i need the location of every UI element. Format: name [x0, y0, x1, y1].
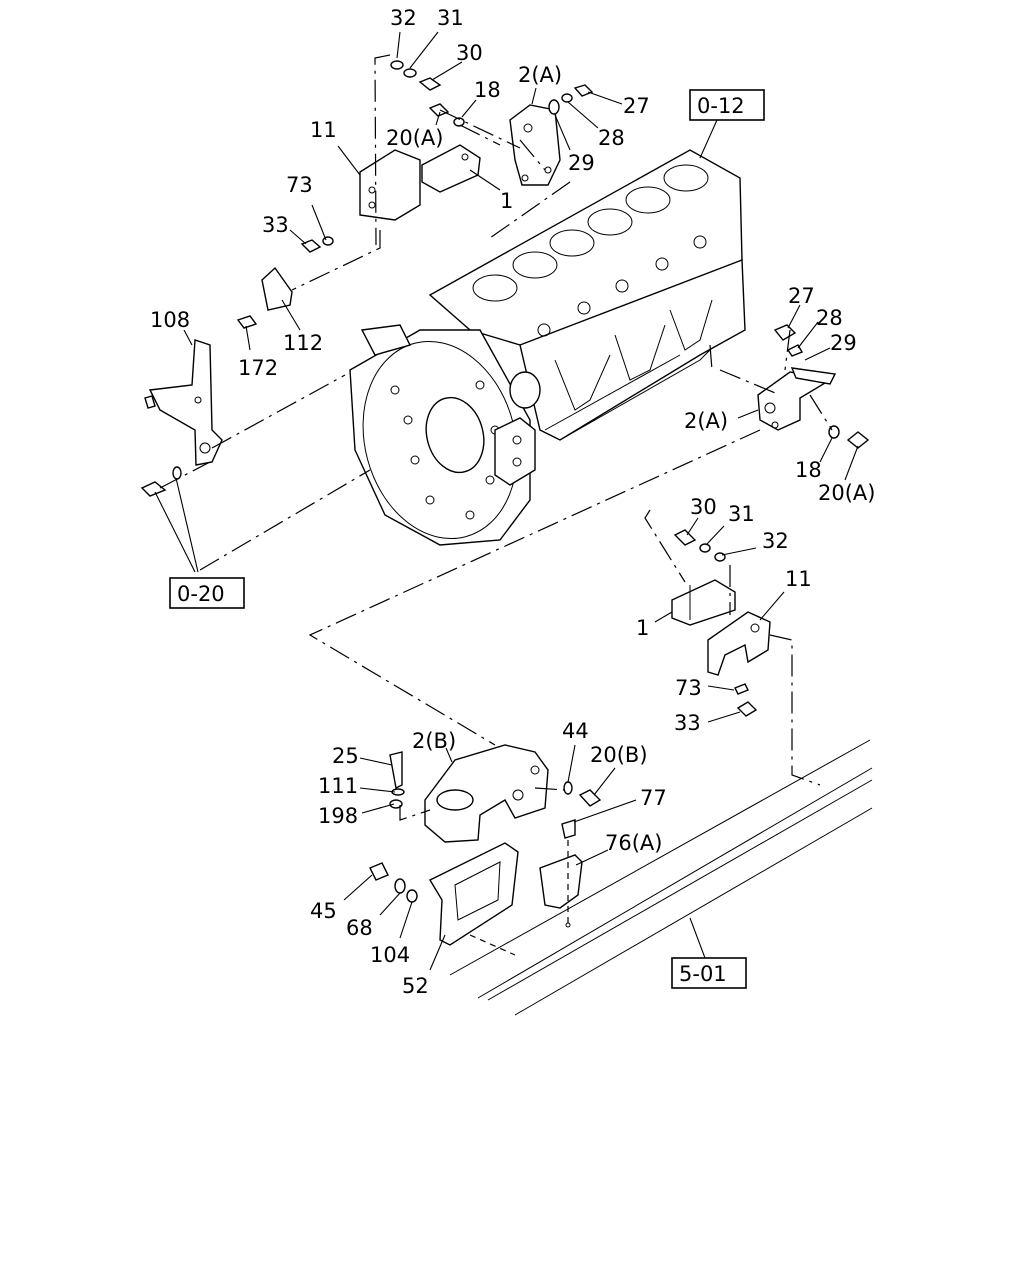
washer-28-icon — [561, 93, 573, 103]
bracket-108-group — [140, 329, 371, 573]
washer-73-icon — [322, 236, 334, 246]
callout-label: 111 — [318, 774, 358, 798]
reference-box-0-20: 0-20 — [169, 577, 245, 609]
bracket-112-icon — [261, 266, 293, 311]
nut-33-icon — [300, 239, 322, 253]
bolt-0-20-icon — [140, 481, 167, 497]
bolt-20B-icon — [578, 789, 602, 807]
nut-27b-icon — [773, 324, 797, 341]
callout-label: 27 — [788, 284, 815, 308]
callout-label: 20(A) — [818, 481, 875, 505]
washer-31b-icon — [699, 543, 711, 553]
callout-label: 33 — [262, 213, 289, 237]
callout-label: 11 — [785, 567, 812, 591]
callout-label: 76(A) — [605, 831, 662, 855]
callout-label: 1 — [636, 616, 649, 640]
callout-label: 172 — [238, 356, 278, 380]
callout-label: 44 — [562, 719, 589, 743]
bolt-30b-icon — [673, 529, 697, 546]
callout-label: 33 — [674, 711, 701, 735]
callout-label: 108 — [150, 308, 190, 332]
callout-label: 52 — [402, 974, 429, 998]
bolt-20A-icon — [428, 103, 450, 117]
frame-rail — [449, 739, 873, 1016]
callout-label: 31 — [437, 6, 464, 30]
washer-18-icon — [453, 117, 465, 127]
callout-label: 104 — [370, 943, 410, 967]
callout-label: 30 — [690, 495, 717, 519]
washer-73b-icon — [734, 683, 749, 695]
callout-label: 45 — [310, 899, 337, 923]
bolt-30-icon — [418, 77, 442, 91]
callout-label: 20(B) — [590, 743, 648, 767]
callout-label: 2(A) — [684, 409, 728, 433]
bolt-25-icon — [389, 751, 403, 790]
callout-label: 198 — [318, 804, 358, 828]
ref-label: 5-01 — [679, 962, 727, 986]
callout-label: 11 — [310, 118, 337, 142]
nut-27-icon — [573, 84, 594, 97]
washer-68-icon — [394, 878, 406, 894]
callout-label: 112 — [283, 331, 323, 355]
callout-label: 68 — [346, 916, 373, 940]
callout-label: 18 — [474, 78, 501, 102]
washer-44-icon — [563, 781, 573, 795]
callout-label: 25 — [332, 744, 359, 768]
engine-block — [349, 149, 746, 546]
callout-label: 29 — [830, 331, 857, 355]
insulator-1-icon — [421, 144, 481, 193]
callout-label: 27 — [623, 94, 650, 118]
bracket-108-icon — [148, 339, 223, 466]
washer-32-icon — [390, 60, 404, 70]
washer-28b-icon — [786, 344, 804, 357]
bolt-20Ab-icon — [846, 431, 870, 449]
bracket-2B-icon — [424, 744, 549, 843]
reference-box-5-01: 5-01 — [671, 957, 747, 989]
front-right-middle-group — [644, 509, 821, 786]
callout-label: 20(A) — [386, 126, 443, 150]
bracket-76A-icon — [539, 854, 583, 909]
callout-label: 31 — [728, 502, 755, 526]
callout-label: 28 — [598, 126, 625, 150]
callout-label: 1 — [500, 189, 513, 213]
washer-104-icon — [406, 889, 418, 903]
callout-label: 32 — [762, 529, 789, 553]
callout-label: 32 — [390, 6, 417, 30]
callout-label: 18 — [795, 458, 822, 482]
front-right-upper-group — [308, 304, 870, 746]
callout-label: 30 — [456, 41, 483, 65]
callout-label: 29 — [568, 151, 595, 175]
washer-31-icon — [403, 68, 417, 78]
ref-label: 0-12 — [697, 94, 745, 118]
bracket-52-icon — [429, 842, 519, 946]
callout-labels: 32 31 30 18 20(A) 2(A) 27 28 29 11 1 73 … — [150, 6, 875, 998]
bolt-77-icon — [561, 819, 576, 839]
callout-label: 2(A) — [518, 63, 562, 87]
callout-label: 77 — [640, 786, 667, 810]
bracket-11b-icon — [707, 611, 771, 676]
bolt-45-icon — [369, 862, 389, 881]
nut-33b-icon — [736, 701, 758, 717]
washer-198-icon — [389, 799, 403, 809]
insulator-1b-icon — [671, 579, 736, 626]
bracket-11-icon — [359, 149, 421, 221]
callout-label: 28 — [816, 306, 843, 330]
bolt-172-icon — [236, 315, 258, 329]
front-lower-mount-group — [343, 744, 637, 971]
ref-label: 0-20 — [177, 582, 225, 606]
callout-label: 2(B) — [412, 729, 456, 753]
callout-label: 73 — [286, 173, 313, 197]
rear-left-mount-group — [236, 31, 623, 351]
reference-box-0-12: 0-12 — [689, 89, 765, 159]
bracket-2A-icon — [509, 104, 561, 186]
callout-label: 73 — [675, 676, 702, 700]
